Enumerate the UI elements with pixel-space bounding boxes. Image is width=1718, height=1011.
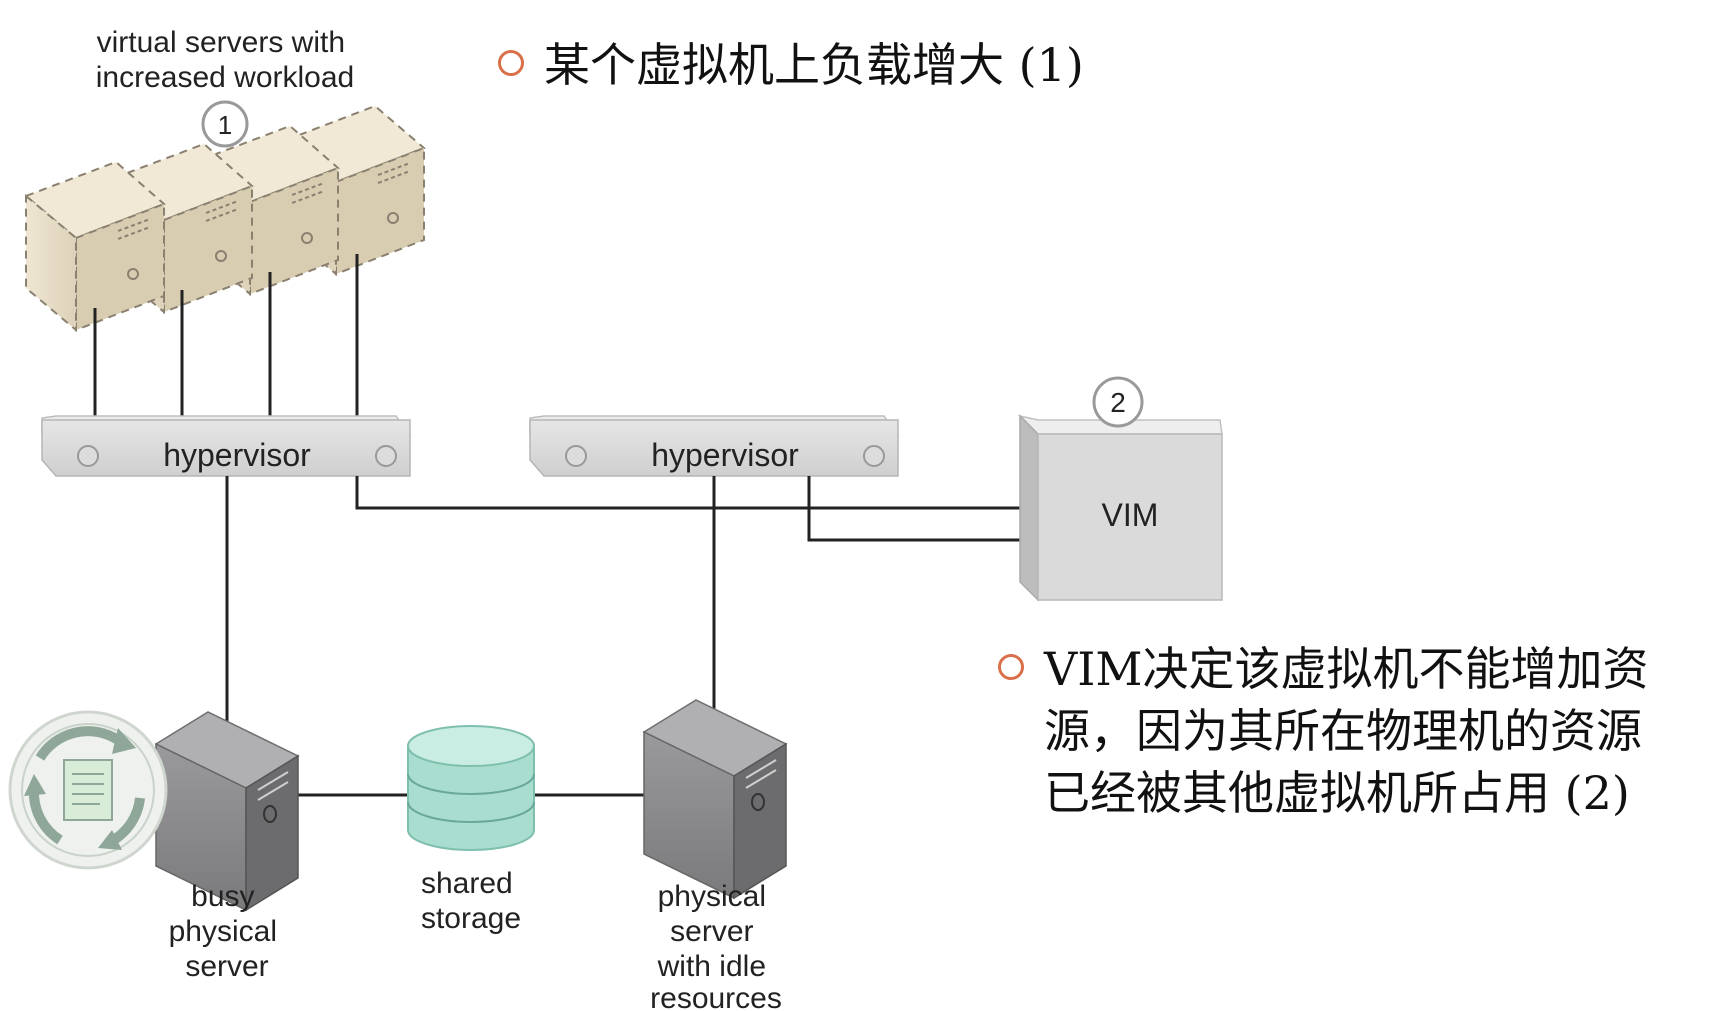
idle-server-label: physical server with idle resources [650, 880, 782, 1011]
svg-text:VIM: VIM [1102, 497, 1159, 533]
bullet-ring-icon [498, 50, 524, 76]
idle-physical-server [642, 699, 788, 900]
shared-storage-label: shared storage [421, 867, 521, 935]
shared-storage-icon [407, 725, 535, 851]
step-1-badge: 1 [201, 100, 249, 148]
migration-refresh-icon [8, 710, 168, 870]
vm-connectors [93, 254, 359, 428]
step-2-badge: 2 [1092, 376, 1144, 428]
bullet-vim-decision: VIM决定该虚拟机不能增加资 源，因为其所在物理机的资源 已经被其他虚拟机所占用… [998, 638, 1649, 824]
hypervisor-left: hypervisor [41, 415, 412, 477]
virtual-server-1 [24, 160, 166, 333]
svg-text:hypervisor: hypervisor [163, 437, 311, 473]
svg-text:hypervisor: hypervisor [651, 437, 799, 473]
busy-server-label: busy physical server [169, 880, 286, 983]
svg-text:2: 2 [1110, 387, 1126, 418]
svg-text:1: 1 [218, 110, 232, 140]
bullet-workload-increase: 某个虚拟机上负载增大 (1) [498, 34, 1084, 96]
bullet-text-1: 某个虚拟机上负载增大 (1) [544, 38, 1084, 92]
bullet-ring-icon [998, 654, 1024, 680]
busy-physical-server [154, 711, 300, 912]
vm-group-label: virtual servers with increased workload [96, 26, 354, 94]
bullet-text-2: VIM决定该虚拟机不能增加资 源，因为其所在物理机的资源 已经被其他虚拟机所占用… [1044, 642, 1649, 820]
hypervisor-right: hypervisor [529, 415, 900, 477]
vim-connectors [355, 476, 1028, 542]
vim-box: VIM [1017, 414, 1223, 602]
